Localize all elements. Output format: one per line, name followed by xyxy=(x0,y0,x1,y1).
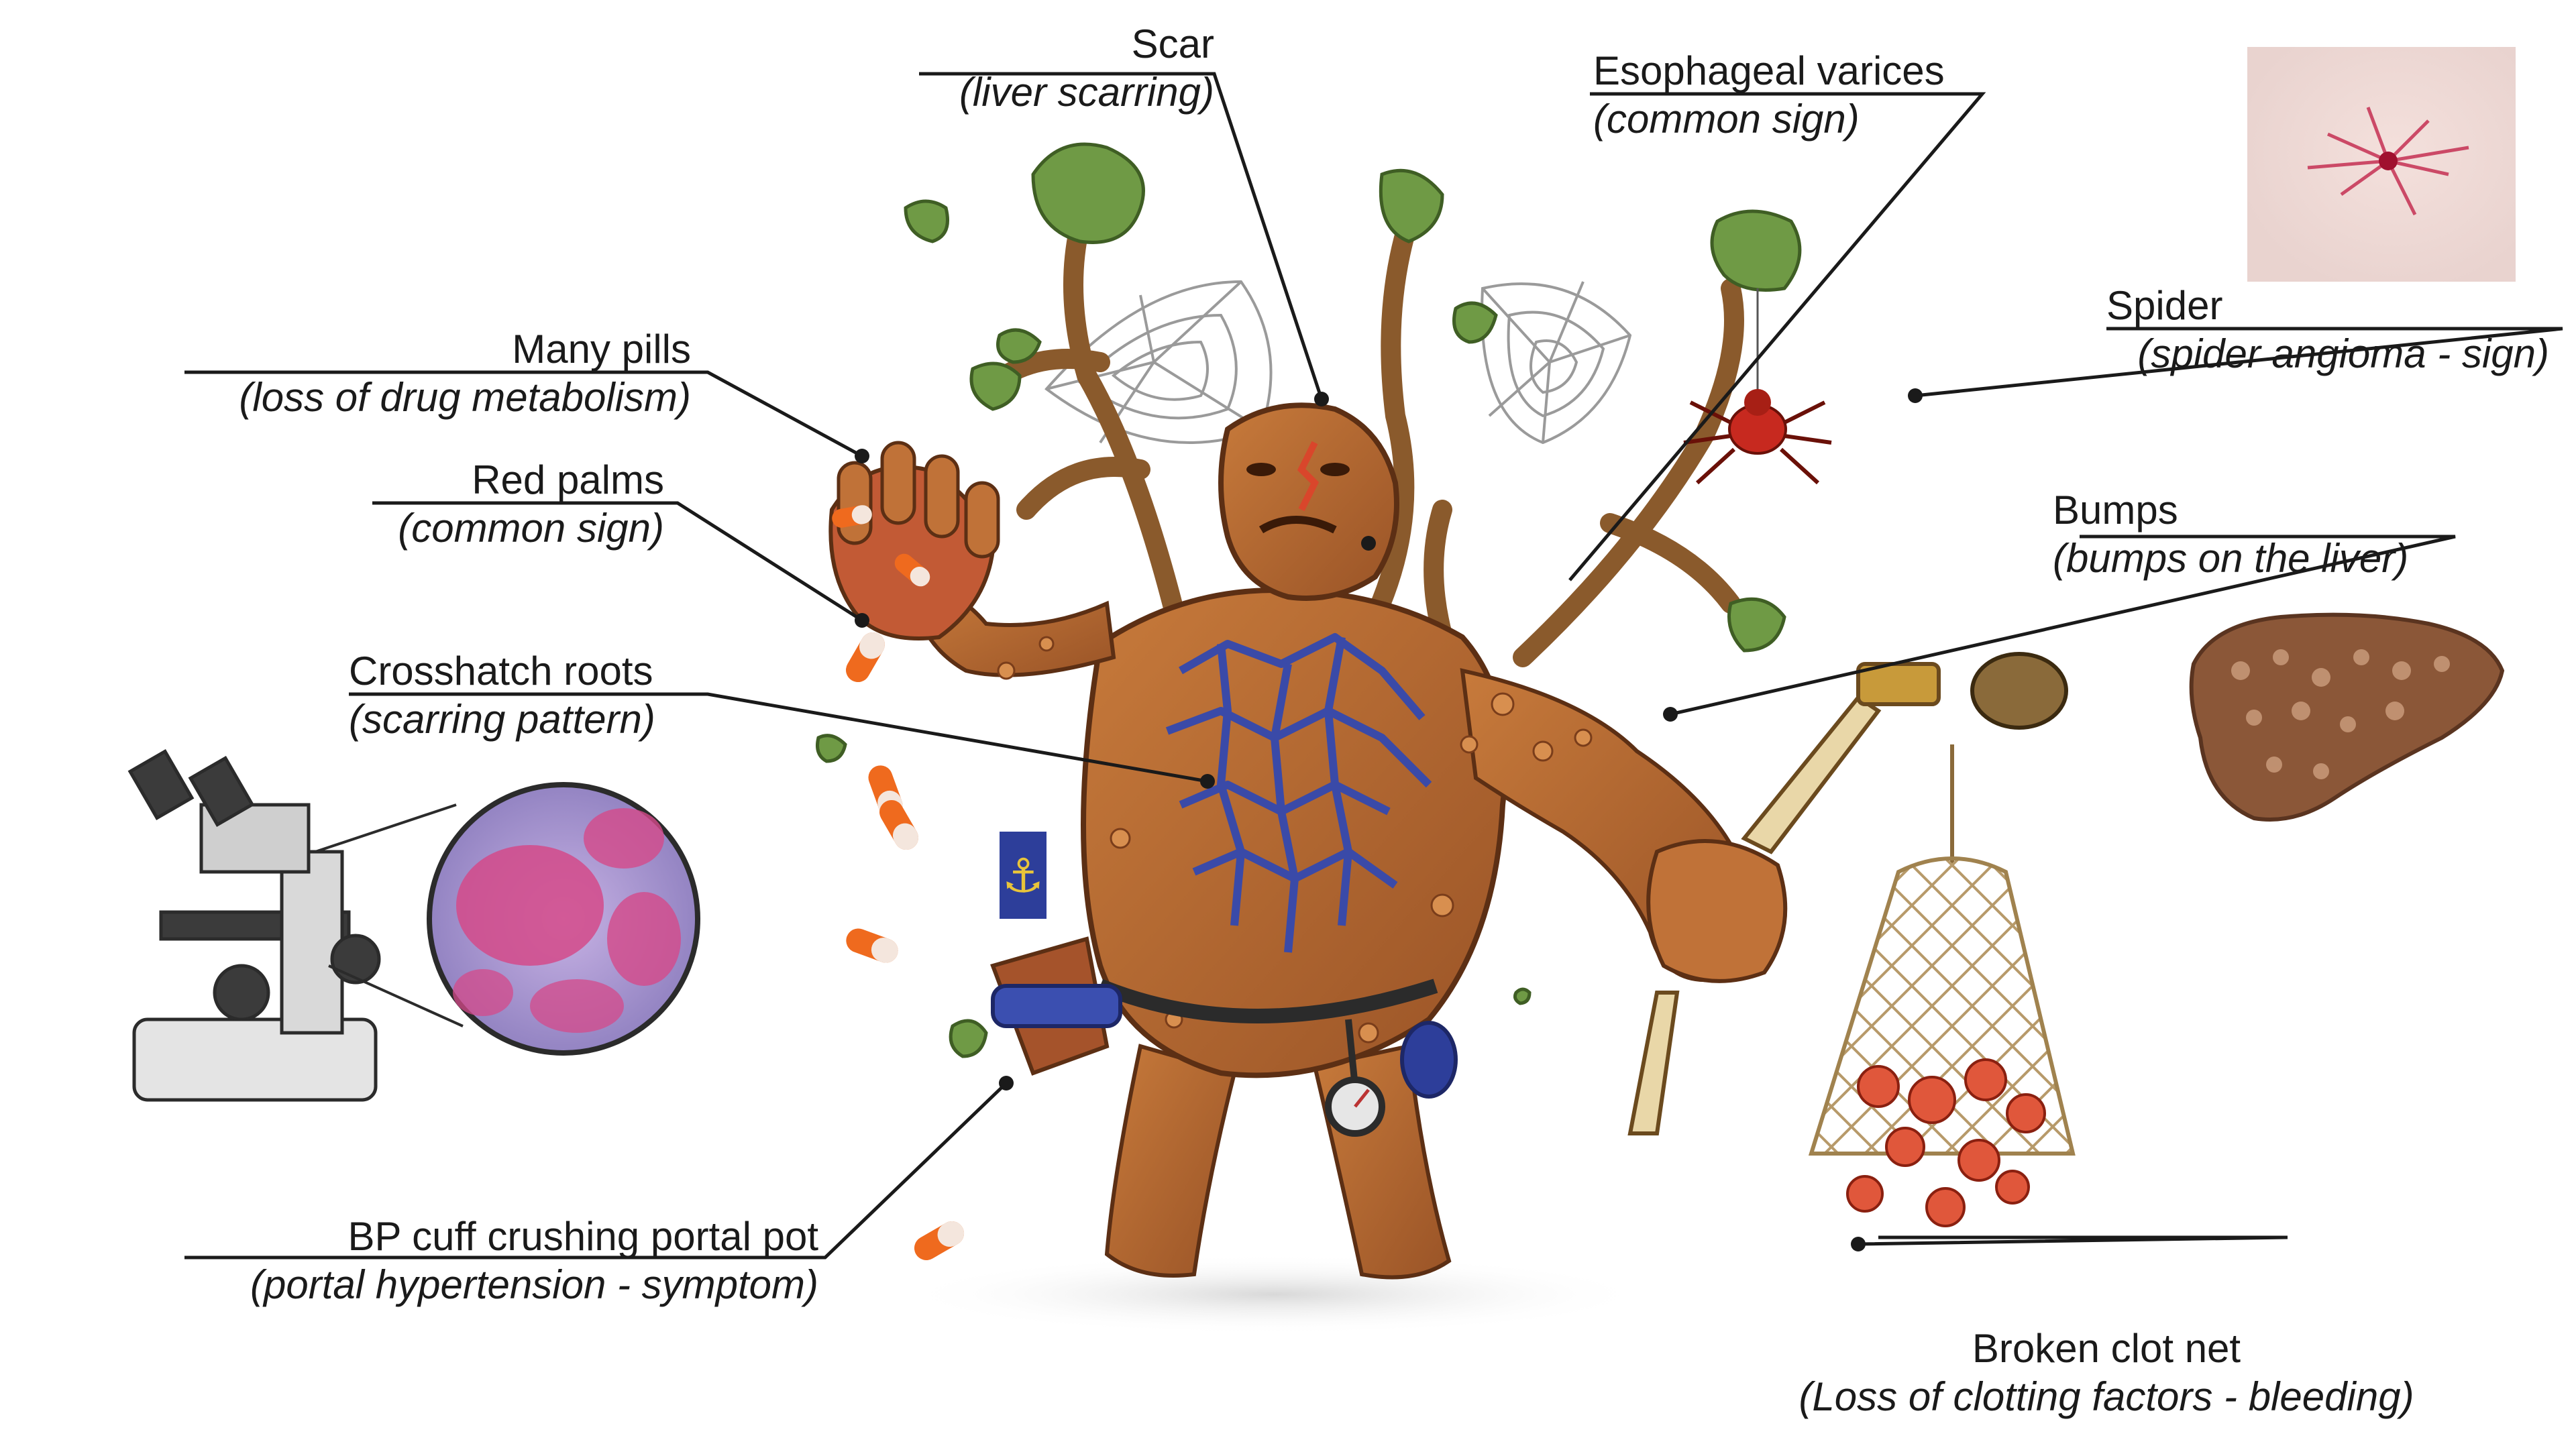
spider-web-right xyxy=(1481,281,1632,445)
pressure-gauge xyxy=(1325,1019,1385,1137)
spider-web-left xyxy=(1044,280,1273,444)
label-palms-title: Red palms xyxy=(472,457,664,502)
golem-eye-left xyxy=(1246,463,1276,476)
liver-nodules xyxy=(2231,649,2450,779)
label-varices-subtitle: (common sign) xyxy=(1593,97,1860,142)
portal-pot: ⚓ xyxy=(990,832,1458,1099)
label-pills: Many pills (loss of drug metabolism) xyxy=(161,325,691,422)
ground-shadow xyxy=(899,1254,1650,1335)
label-bp-cuff-title: BP cuff crushing portal pot xyxy=(347,1214,818,1259)
svg-text:⚓: ⚓ xyxy=(1002,848,1044,903)
label-bp-cuff-subtitle: (portal hypertension - symptom) xyxy=(250,1262,818,1307)
label-varices: Esophageal varices (common sign) xyxy=(1593,47,2009,144)
belt-rope xyxy=(1097,979,1438,1023)
spider-angioma-photo xyxy=(2247,47,2516,282)
finger-group xyxy=(837,441,1000,559)
golem-eye-right xyxy=(1320,463,1350,476)
pills-scattered xyxy=(832,505,965,1260)
callout-leaders xyxy=(184,72,2563,1260)
scar-mark xyxy=(1297,441,1320,512)
hanging-spider xyxy=(1683,288,1832,485)
label-clot-net: Broken clot net (Loss of clotting factor… xyxy=(1758,1325,2455,1421)
broken-ruler-handle xyxy=(1627,652,2068,1135)
body-bumps xyxy=(997,636,1593,1044)
label-spider-subtitle: (spider angioma - sign) xyxy=(2137,331,2549,376)
label-scar-subtitle: (liver scarring) xyxy=(959,70,1214,115)
label-palms-subtitle: (common sign) xyxy=(398,506,664,551)
golem-mouth xyxy=(1258,516,1337,534)
leaf-clusters xyxy=(816,142,1802,1058)
label-roots-title: Crosshatch roots xyxy=(349,649,653,693)
broken-clot-net xyxy=(1808,744,2076,1227)
label-bumps: Bumps (bumps on the liver) xyxy=(2053,486,2455,583)
label-pills-subtitle: (loss of drug metabolism) xyxy=(239,375,691,420)
label-roots: Crosshatch roots (scarring pattern) xyxy=(349,647,724,744)
microscope-illustration xyxy=(127,748,464,1102)
crosshatch-roots-pattern xyxy=(1165,633,1432,953)
label-pills-title: Many pills xyxy=(512,327,691,372)
label-scar-title: Scar xyxy=(1131,21,1214,66)
callout-dots xyxy=(855,388,1923,1251)
label-spider-title: Spider xyxy=(2106,283,2223,328)
histology-lens-circle xyxy=(427,782,700,1056)
right-fist xyxy=(1646,839,1788,983)
label-spider: Spider (spider angioma - sign) xyxy=(2053,282,2549,378)
label-scar: Scar (liver scarring) xyxy=(919,20,1214,117)
label-palms: Red palms (common sign) xyxy=(349,456,664,553)
label-clot-net-subtitle: (Loss of clotting factors - bleeding) xyxy=(1799,1374,2414,1419)
label-roots-subtitle: (scarring pattern) xyxy=(349,697,655,742)
tree-golem-legs xyxy=(1104,1044,1452,1280)
label-bumps-subtitle: (bumps on the liver) xyxy=(2053,536,2409,581)
label-clot-net-title: Broken clot net xyxy=(1972,1326,2241,1371)
label-varices-title: Esophageal varices xyxy=(1593,48,1945,93)
label-bumps-title: Bumps xyxy=(2053,488,2178,533)
label-bp-cuff: BP cuff crushing portal pot (portal hype… xyxy=(174,1213,818,1309)
